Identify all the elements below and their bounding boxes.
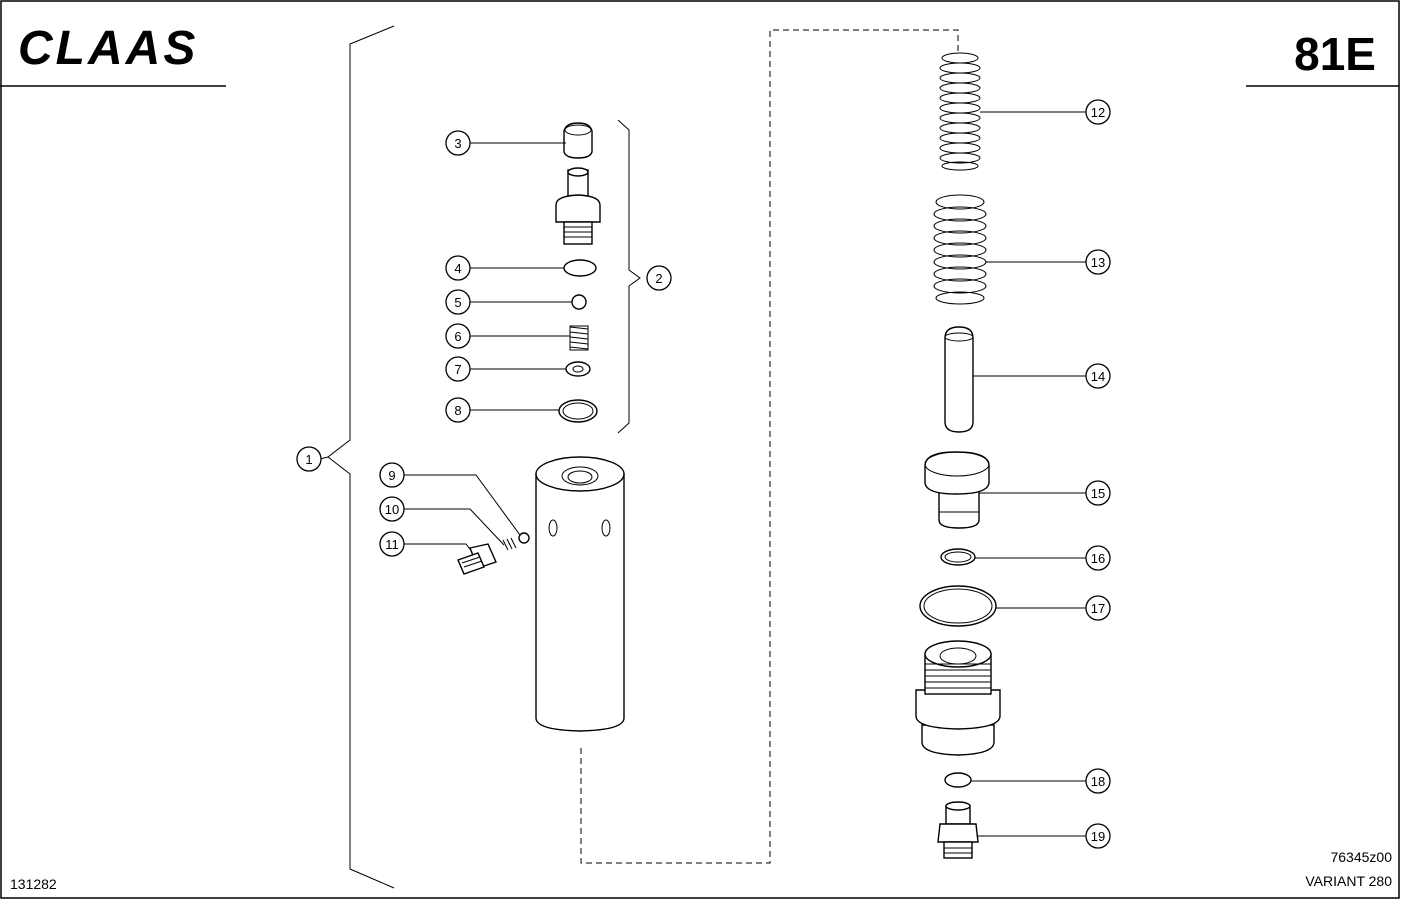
part-o-ring-17 [919,585,997,627]
part-piston-15 [924,451,990,529]
svg-text:15: 15 [1091,486,1105,501]
callout-7: 7 [445,356,471,382]
assembly-brace-1 [327,25,395,889]
callout-18: 18 [1085,768,1111,794]
part-fitting-19 [937,801,979,859]
page-number: 81E [1294,28,1376,80]
callout-16: 16 [1085,545,1111,571]
svg-text:17: 17 [1091,601,1105,616]
svg-text:16: 16 [1091,551,1105,566]
callout-3: 3 [445,130,471,156]
part-spring-12 [939,52,981,171]
callout-9: 9 [379,462,405,488]
part-spring-6 [569,325,589,351]
callout-8: 8 [445,397,471,423]
callout-14: 14 [1085,363,1111,389]
callout-10: 10 [379,496,405,522]
brand-logo: CLAAS [18,22,198,75]
svg-text:19: 19 [1091,829,1105,844]
callout-4: 4 [445,255,471,281]
svg-text:10: 10 [385,502,399,517]
svg-text:1: 1 [305,452,312,467]
part-pin-14 [944,326,974,433]
part-spring-10 [502,537,517,551]
part-o-ring-4 [563,259,597,277]
part-cap [563,122,593,159]
callout-11: 11 [379,531,405,557]
svg-text:6: 6 [454,329,461,344]
part-ring-16 [940,548,976,566]
svg-text:8: 8 [454,403,461,418]
svg-text:4: 4 [454,261,461,276]
part-spring-13 [933,194,987,305]
part-fitting-11 [457,543,497,575]
svg-text:2: 2 [655,271,662,286]
leader-10 [404,508,505,546]
part-snap-ring-8 [558,399,598,423]
assembly-brace-2 [617,119,641,434]
callout-15: 15 [1085,480,1111,506]
part-ball-5 [571,294,587,310]
leader-9 [404,474,521,536]
callout-13: 13 [1085,249,1111,275]
part-housing [535,456,625,732]
drawing-number: 76345z00 [1330,849,1392,865]
svg-text:7: 7 [454,362,461,377]
part-ball-9 [518,532,530,544]
callout-1: 1 [296,446,322,472]
svg-text:3: 3 [454,136,461,151]
svg-text:5: 5 [454,295,461,310]
callout-5: 5 [445,289,471,315]
svg-text:14: 14 [1091,369,1105,384]
svg-text:13: 13 [1091,255,1105,270]
leader-11 [404,543,473,553]
part-valve-body [555,167,601,245]
svg-text:18: 18 [1091,774,1105,789]
part-washer-7 [565,361,591,377]
part-plug [915,640,1001,756]
svg-text:12: 12 [1091,105,1105,120]
doc-number: 131282 [10,876,57,892]
callout-12: 12 [1085,99,1111,125]
part-o-ring-18 [944,772,972,788]
model-name: VARIANT 280 [1305,873,1392,889]
callout-2: 2 [646,265,672,291]
callout-17: 17 [1085,595,1111,621]
callout-6: 6 [445,323,471,349]
svg-text:11: 11 [385,537,399,552]
svg-text:9: 9 [388,468,395,483]
callout-19: 19 [1085,823,1111,849]
assembly-line-dashed [580,29,959,864]
